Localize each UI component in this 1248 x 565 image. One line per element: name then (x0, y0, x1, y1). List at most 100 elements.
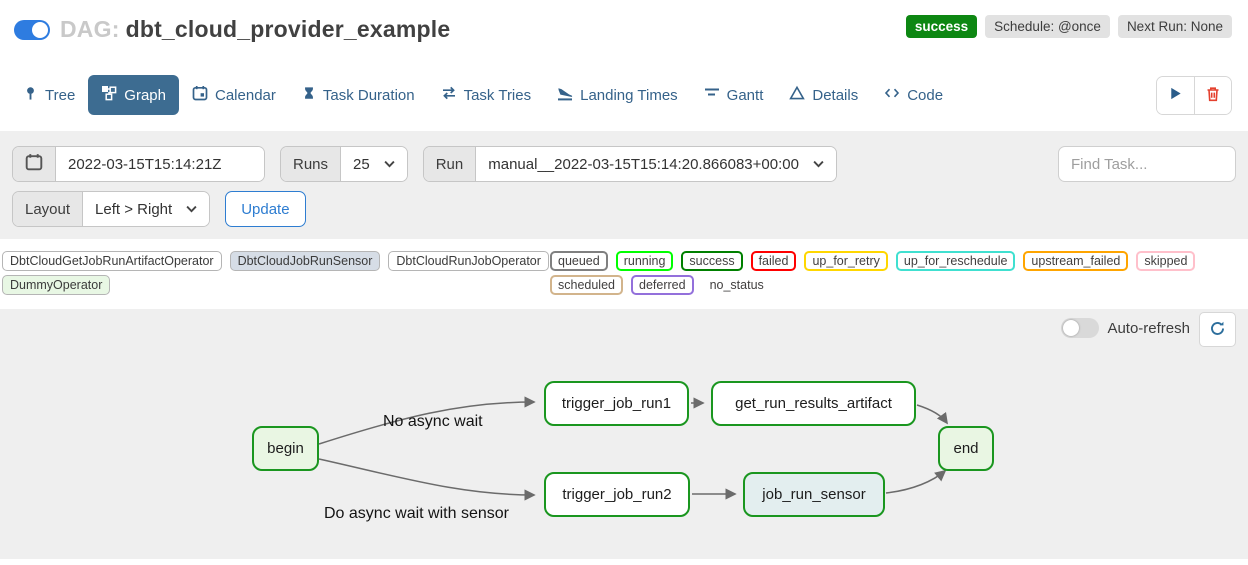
tab-calendar[interactable]: Calendar (179, 75, 289, 115)
toggle-knob (1063, 320, 1080, 336)
update-button[interactable]: Update (225, 191, 306, 227)
dag-name: dbt_cloud_provider_example (125, 16, 451, 42)
base-date-group (12, 146, 265, 182)
dag-edges (318, 396, 948, 501)
tab-code[interactable]: Code (871, 75, 956, 115)
next-run-badge: Next Run: None (1117, 15, 1232, 38)
graph-node-get-run-results-artifact[interactable]: get_run_results_artifact (711, 381, 916, 426)
tab-label: Details (812, 86, 859, 104)
plane-landing-icon (557, 85, 573, 105)
status-legend-item: queued (550, 251, 608, 271)
repeat-icon (441, 85, 457, 105)
status-legend-item: up_for_reschedule (895, 251, 1016, 271)
auto-refresh-label: Auto-refresh (1107, 319, 1190, 337)
tab-gantt[interactable]: Gantt (691, 75, 777, 115)
layout-select[interactable]: Left > Right (83, 192, 210, 226)
run-label: Run (423, 147, 477, 181)
edge-label: No async wait (383, 413, 483, 430)
edge-artifact-end (916, 404, 948, 425)
dag-label: DAG: (60, 16, 120, 42)
runs-value: 25 (353, 155, 370, 173)
tab-label: Landing Times (580, 86, 678, 104)
chevron-down-icon (813, 160, 824, 168)
chevron-down-icon (186, 205, 197, 213)
delete-dag-button[interactable] (1194, 76, 1231, 114)
calendar-addon[interactable] (13, 147, 56, 181)
status-legend-item: skipped (1136, 251, 1196, 271)
gantt-icon (704, 85, 720, 105)
dag-pause-toggle[interactable] (14, 19, 50, 40)
auto-refresh-toggle[interactable] (1061, 318, 1100, 338)
layout-group: Layout Left > Right (12, 191, 211, 227)
layout-value: Left > Right (95, 200, 173, 218)
graph-node-trigger-job-run1[interactable]: trigger_job_run1 (544, 381, 689, 426)
tab-task-tries[interactable]: Task Tries (428, 75, 545, 115)
run-select[interactable]: manual__2022-03-15T15:14:20.866083+00:00 (476, 147, 836, 181)
operator-badge: DbtCloudJobRunSensor (229, 251, 381, 271)
status-legend: queued running success failed up_for_ret… (550, 251, 1246, 295)
graph-node-end[interactable]: end (938, 426, 994, 471)
calendar-icon (192, 85, 208, 105)
tab-landing-times[interactable]: Landing Times (544, 75, 691, 115)
tab-task-duration[interactable]: Task Duration (289, 75, 428, 115)
header-badges: success Schedule: @once Next Run: None (905, 15, 1232, 38)
tab-label: Task Duration (322, 86, 415, 104)
calendar-icon (25, 153, 43, 175)
triangle-icon (789, 85, 806, 105)
toggle-knob (32, 21, 48, 38)
find-task-input[interactable] (1058, 146, 1236, 182)
filter-row-1: Runs 25 Run manual__2022-03-15T15:14:20.… (12, 146, 1236, 182)
trash-icon (1205, 86, 1221, 105)
view-tabbar: Tree Graph Calendar Task Duration Task T… (0, 75, 1248, 115)
tab-label: Task Tries (463, 86, 532, 104)
tab-label: Calendar (215, 86, 276, 104)
refresh-icon (1209, 320, 1226, 340)
run-group: Run manual__2022-03-15T15:14:20.866083+0… (422, 146, 837, 182)
refresh-button[interactable] (1199, 312, 1236, 347)
tab-details[interactable]: Details (776, 75, 871, 115)
filter-row-2: Layout Left > Right Update (12, 191, 1236, 227)
graph-node-job-run-sensor[interactable]: job_run_sensor (743, 472, 885, 517)
status-legend-item: scheduled (550, 275, 623, 295)
hourglass-icon (302, 85, 316, 105)
run-value: manual__2022-03-15T15:14:20.866083+00:00 (488, 155, 799, 173)
operator-legend: DbtCloudGetJobRunArtifactOperator DbtClo… (2, 251, 550, 295)
graph-node-begin[interactable]: begin (252, 426, 319, 471)
tab-label: Graph (124, 86, 166, 104)
edge-sensor-end (885, 469, 947, 494)
status-legend-item: failed (750, 251, 797, 271)
dag-action-buttons (1156, 75, 1232, 115)
legend: DbtCloudGetJobRunArtifactOperator DbtClo… (0, 239, 1248, 295)
sitemap-icon (101, 85, 117, 105)
edge-begin-run1 (318, 396, 536, 445)
status-legend-item: deferred (631, 275, 694, 295)
layout-label: Layout (13, 192, 84, 226)
edge-begin-run2 (318, 458, 536, 501)
operator-badge: DbtCloudGetJobRunArtifactOperator (2, 251, 222, 271)
tab-label: Tree (45, 86, 76, 104)
pin-icon (23, 85, 38, 105)
graph-node-trigger-job-run2[interactable]: trigger_job_run2 (544, 472, 690, 517)
chevron-down-icon (384, 160, 395, 168)
operator-badge: DbtCloudRunJobOperator (388, 251, 549, 271)
schedule-badge: Schedule: @once (985, 15, 1110, 38)
runs-group: Runs 25 (280, 146, 408, 182)
runs-select[interactable]: 25 (341, 147, 407, 181)
dag-graph-panel: Auto-refresh No async wait Do async wait… (0, 309, 1248, 559)
status-legend-item: success (681, 251, 743, 271)
tab-tree[interactable]: Tree (10, 75, 88, 115)
runs-label: Runs (281, 147, 342, 181)
dag-header: DAG:dbt_cloud_provider_example success S… (0, 0, 1248, 43)
code-icon (884, 85, 900, 105)
tab-label: Code (907, 86, 944, 104)
operator-badge: DummyOperator (2, 275, 111, 295)
filter-panel: Runs 25 Run manual__2022-03-15T15:14:20.… (0, 131, 1248, 239)
play-icon (1168, 86, 1183, 104)
status-legend-item: upstream_failed (1023, 251, 1129, 271)
base-date-input[interactable] (56, 147, 264, 181)
tab-graph[interactable]: Graph (88, 75, 179, 115)
page-title: DAG:dbt_cloud_provider_example (60, 16, 450, 43)
status-legend-item: up_for_retry (804, 251, 888, 271)
status-legend-item: no_status (709, 278, 764, 292)
trigger-dag-button[interactable] (1157, 76, 1194, 114)
